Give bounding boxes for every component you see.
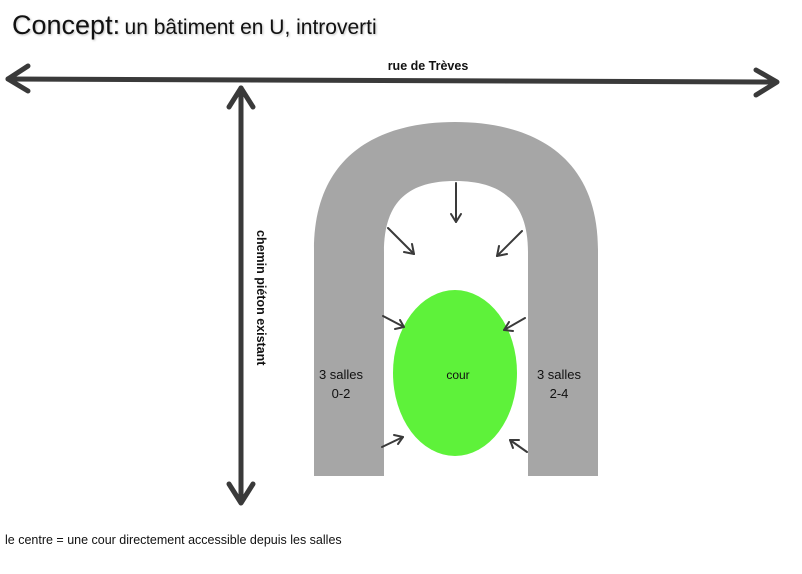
title-subtitle: un bâtiment en U, introverti (124, 16, 377, 39)
arrow-middle-right (503, 317, 526, 332)
right-wing-label-line2: 2-4 (550, 386, 569, 401)
courtyard-ellipse (393, 290, 517, 456)
street-label: rue de Trèves (388, 59, 469, 73)
right-wing-label-line1: 3 salles (537, 367, 582, 382)
inward-arrows (381, 182, 528, 453)
left-wing-label-line1: 3 salles (319, 367, 364, 382)
diagram-title: Concept: un bâtiment en U, introverti (12, 10, 377, 41)
caption: le centre = une cour directement accessi… (5, 533, 342, 547)
left-wing-label-line2: 0-2 (332, 386, 351, 401)
arrow-upper-left (387, 227, 415, 255)
arrow-lower-right (509, 439, 528, 453)
street-arrow (5, 63, 780, 98)
path-arrow (226, 85, 256, 506)
arrow-lower-left (381, 434, 404, 448)
arrow-middle-left (382, 315, 405, 330)
arrow-upper-right (496, 230, 523, 257)
path-label: chemin piéton existant (254, 230, 268, 366)
u-building (314, 122, 598, 476)
courtyard-label: cour (446, 368, 469, 382)
title-main: Concept: (12, 10, 121, 40)
arrow-top (450, 182, 462, 223)
